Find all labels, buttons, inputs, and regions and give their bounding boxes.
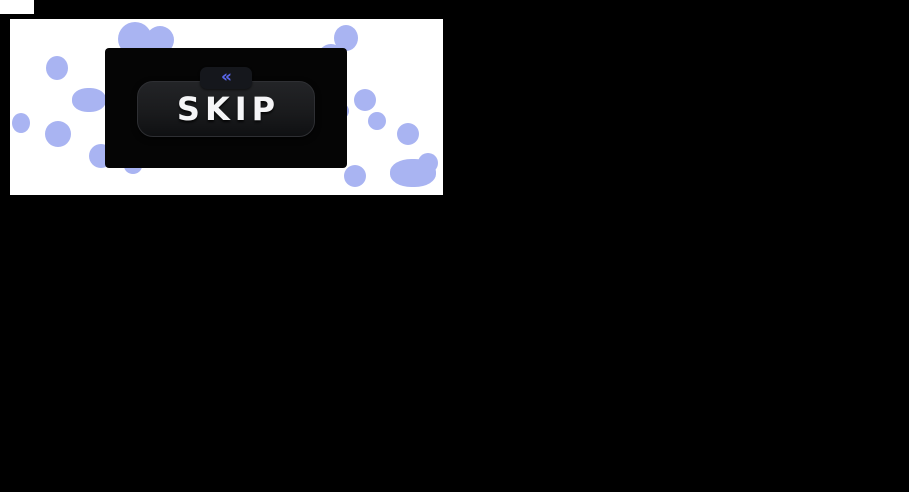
scribble-blob bbox=[72, 88, 106, 112]
skip-button[interactable]: SKIP bbox=[137, 81, 315, 137]
scribble-blob bbox=[12, 113, 30, 133]
double-chevron-left-icon: « bbox=[221, 66, 232, 87]
scribble-blob bbox=[344, 165, 366, 187]
scribble-blob bbox=[46, 56, 68, 80]
screen-corner-artifact bbox=[0, 0, 34, 14]
skip-overlay-panel: « SKIP bbox=[105, 48, 347, 168]
scribble-blob bbox=[354, 89, 376, 111]
scribble-blob bbox=[397, 123, 419, 145]
collapse-button[interactable]: « bbox=[200, 67, 252, 89]
scribble-blob bbox=[368, 112, 386, 130]
scribble-blob bbox=[45, 121, 71, 147]
ad-panel: « SKIP bbox=[10, 19, 443, 195]
scribble-blob bbox=[418, 153, 438, 173]
skip-button-label: SKIP bbox=[176, 90, 281, 128]
